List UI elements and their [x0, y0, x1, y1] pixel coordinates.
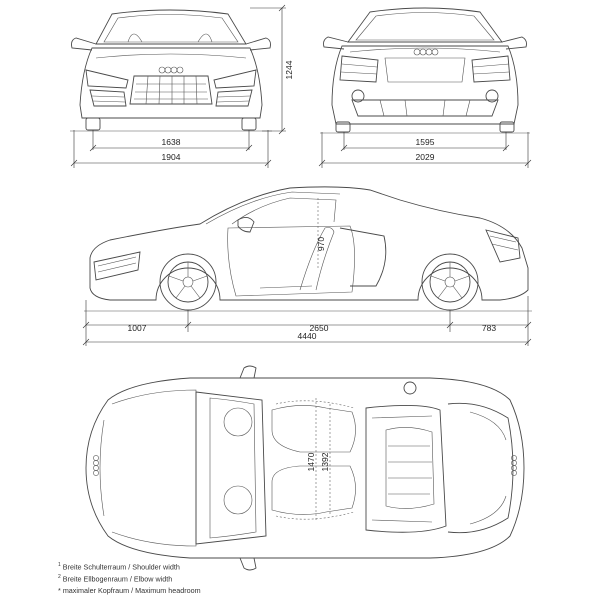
dim-front-width: 1904 [162, 152, 181, 162]
side-view: 970 1007 2650 783 4440 [82, 186, 532, 346]
rear-view: 1595 2029 [318, 7, 532, 168]
dim-elbow-width: 1392 [320, 452, 330, 471]
dim-height: 1244 [284, 60, 294, 79]
dim-wheelbase: 2650 [310, 323, 329, 333]
dim-shoulder-width: 1470 [306, 452, 316, 471]
front-view: 1244 1638 1904 [70, 4, 294, 168]
footnote-shoulder-width: 1 Breite Schulterraum / Shoulder width [58, 562, 180, 572]
footnote-elbow-width: 2 Breite Ellbogenraum / Elbow width [58, 574, 173, 584]
dim-headroom: 970 [316, 237, 326, 251]
dim-length: 4440 [298, 331, 317, 341]
dim-rear-overhang: 783 [482, 323, 496, 333]
dim-front-track: 1638 [162, 137, 181, 147]
top-view: 1470 1392 [85, 365, 525, 571]
dim-rear-width: 2029 [416, 152, 435, 162]
dim-rear-track: 1595 [416, 137, 435, 147]
footnote-max-headroom: * maximaler Kopfraum / Maximum headroom [58, 586, 201, 595]
dim-front-overhang: 1007 [128, 323, 147, 333]
